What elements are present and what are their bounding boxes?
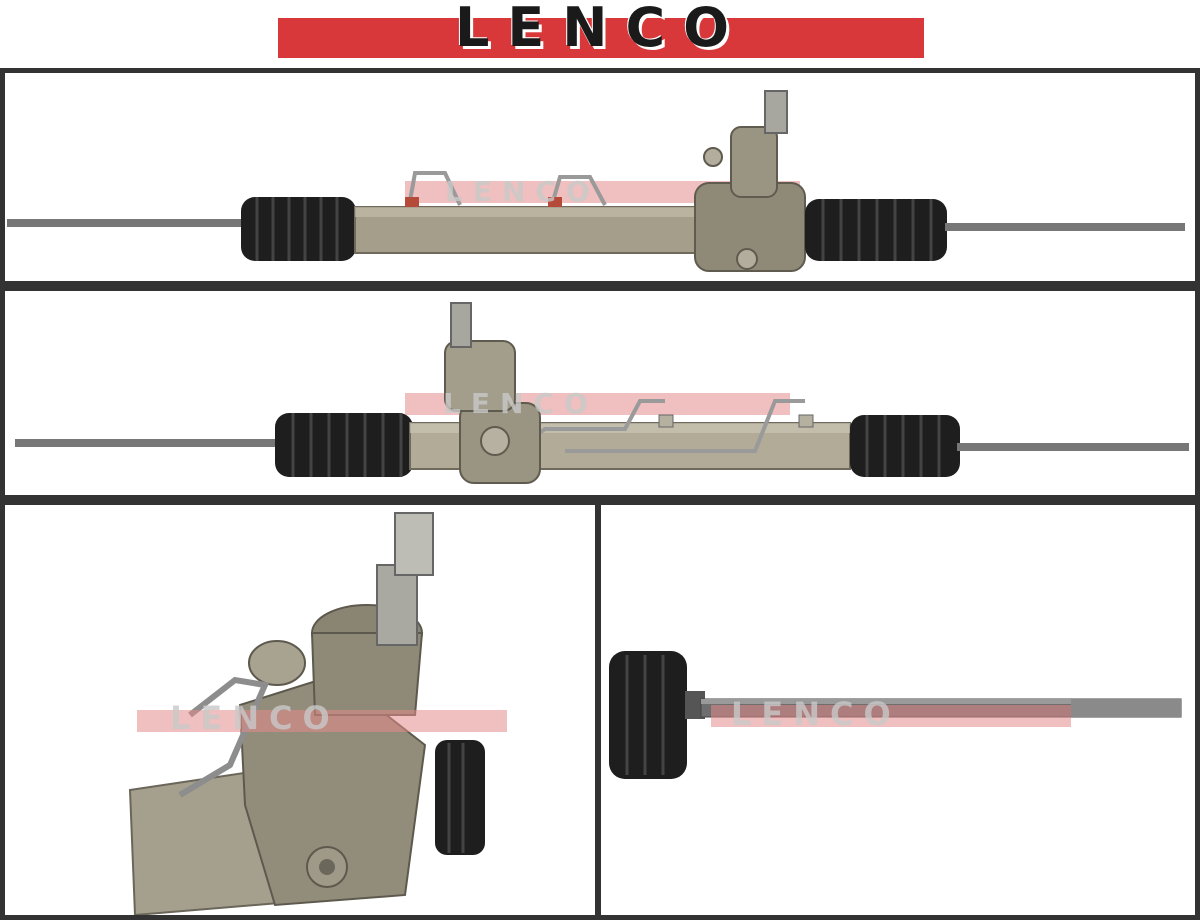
watermark-text: LENCO xyxy=(731,695,901,733)
watermark-band xyxy=(711,705,1071,727)
logo-red-band xyxy=(278,18,924,58)
hydraulic-line-2 xyxy=(565,399,805,453)
boot-left xyxy=(241,197,356,261)
valve-housing xyxy=(444,302,541,484)
tie-rod-left xyxy=(7,219,247,227)
steering-rack-illustration: LENCO xyxy=(15,302,1189,484)
logo-text: LENCO xyxy=(454,0,748,59)
boot xyxy=(609,651,687,779)
watermark-text: LENCO xyxy=(443,387,598,420)
photo-panel-rack-rear: LENCO xyxy=(0,286,1200,500)
pinion-shaft xyxy=(764,90,788,134)
threaded-end xyxy=(1071,699,1181,717)
boot-right xyxy=(850,415,960,477)
brand-logo: LENCO xyxy=(278,0,924,59)
pinion-housing-illustration: LENCO xyxy=(128,512,507,915)
boot-right xyxy=(805,199,947,261)
pinion-shaft xyxy=(450,302,472,348)
hydraulic-line-1 xyxy=(408,171,462,206)
photo-panel-pinion-closeup: LENCO xyxy=(0,500,600,920)
hydraulic-line xyxy=(178,676,270,798)
pinion-spline xyxy=(394,512,434,576)
boot-left xyxy=(275,413,413,477)
photo-panel-rack-front: LENCO xyxy=(0,68,1200,286)
valve-housing xyxy=(694,90,806,272)
tie-rod-right xyxy=(957,443,1189,451)
boot xyxy=(435,740,485,855)
watermark-band xyxy=(137,710,507,732)
photo-panel-tie-rod-closeup: LENCO xyxy=(596,500,1200,920)
hydraulic-line-2 xyxy=(551,175,607,206)
pinion-shaft xyxy=(376,564,418,646)
watermark-text: LENCO xyxy=(170,699,340,737)
steering-rack-illustration: LENCO xyxy=(7,90,1185,272)
watermark-text: LENCO xyxy=(445,175,600,208)
tie-rod-illustration: LENCO xyxy=(609,651,1182,779)
tie-rod-right xyxy=(945,223,1185,231)
tie-rod-left xyxy=(15,439,277,447)
